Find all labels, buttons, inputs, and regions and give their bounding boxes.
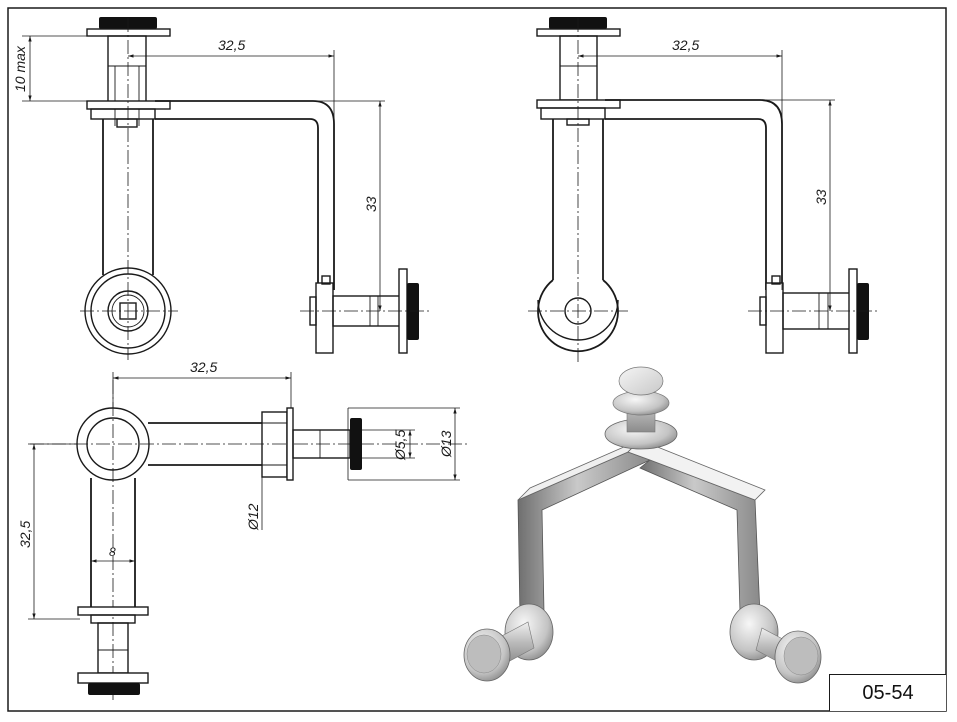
dim-32-5-top-right: 32,5 (672, 37, 699, 53)
bent-arm-right (605, 99, 783, 290)
sheet-border (7, 7, 947, 712)
dim-32-5-plan-side: 32,5 (17, 521, 33, 548)
dim-8: 8 (109, 545, 116, 559)
isometric-render (463, 366, 822, 684)
dim-dia-5-5: Ø5,5 (392, 429, 408, 461)
arm-flange-left (86, 100, 171, 110)
dim-33-top-left: 33 (363, 196, 379, 212)
dim-32-5-top-left: 32,5 (218, 37, 245, 53)
side-washer-left (315, 282, 334, 354)
knurled-cap-plan-bottom (88, 683, 140, 695)
dim-33-top-right: 33 (813, 189, 829, 205)
render-top-cap (618, 366, 664, 396)
drawing-code: 05-54 (862, 681, 914, 704)
knurled-cap-side-right (857, 283, 869, 340)
top-flange-left (86, 28, 171, 37)
dim-10-max: 10 max (12, 45, 28, 92)
dim-dia-13: Ø13 (438, 430, 454, 458)
knurled-cap-plan-right (350, 418, 362, 470)
front-view-left: 10 max 32,5 33 (12, 17, 430, 360)
knurled-cap-side-left (407, 283, 419, 340)
arm-flange-right (536, 99, 621, 109)
front-view-right: 32,5 33 (528, 17, 878, 362)
dim-32-5-plan-top: 32,5 (190, 359, 217, 375)
render-strap-left (517, 451, 652, 619)
plan-view: 32,5 32,5 8 Ø12 Ø13 Ø5,5 (17, 359, 470, 700)
bent-arm-left (155, 100, 335, 290)
dim-dia-12: Ø12 (245, 503, 261, 531)
drawing-code-box: 05-54 (829, 674, 946, 711)
